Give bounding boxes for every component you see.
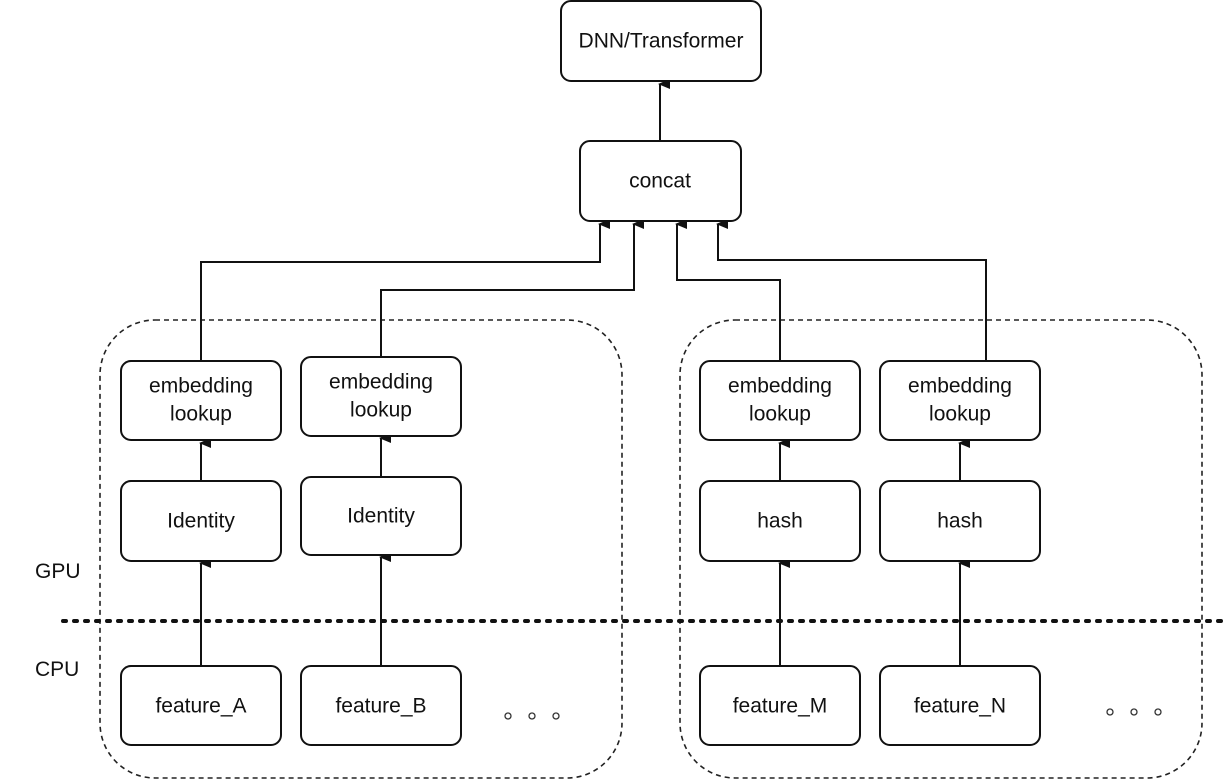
gpu-label: GPU <box>35 560 81 583</box>
edge-lookup-b-concat <box>380 219 644 356</box>
embedding-lookup-b-node: embedding lookup <box>300 356 462 437</box>
concat-label: concat <box>629 170 691 193</box>
hash-m-node: hash <box>699 480 861 562</box>
identity-a-label: Identity <box>167 510 235 533</box>
embedding-lookup-n-node: embedding lookup <box>879 360 1041 441</box>
right-ellipsis <box>1106 708 1162 716</box>
embedding-lookup-m-line1: embedding <box>728 375 832 398</box>
embedding-lookup-b-line2: lookup <box>350 399 412 422</box>
identity-a-node: Identity <box>120 480 282 562</box>
edge-lookup-a-concat <box>200 219 610 360</box>
model-label: DNN/Transformer <box>579 30 744 53</box>
embedding-lookup-b-line1: embedding <box>329 371 433 394</box>
embedding-lookup-m-node: embedding lookup <box>699 360 861 441</box>
feature-m-label: feature_M <box>733 695 828 718</box>
edge-lookup-n-concat <box>716 219 987 360</box>
hash-m-label: hash <box>757 510 803 533</box>
model-node: DNN/Transformer <box>560 0 762 82</box>
embedding-lookup-n-line2: lookup <box>929 403 991 426</box>
feature-b-label: feature_B <box>335 695 426 718</box>
feature-a-node: feature_A <box>120 665 282 746</box>
feature-a-label: feature_A <box>155 695 246 718</box>
feature-n-label: feature_N <box>914 695 1006 718</box>
right-feature-group <box>679 319 1203 779</box>
embedding-lookup-a-node: embedding lookup <box>120 360 282 441</box>
feature-n-node: feature_N <box>879 665 1041 746</box>
embedding-lookup-n-line1: embedding <box>908 375 1012 398</box>
identity-b-node: Identity <box>300 476 462 556</box>
concat-node: concat <box>579 140 742 222</box>
embedding-lookup-a-line1: embedding <box>149 375 253 398</box>
feature-m-node: feature_M <box>699 665 861 746</box>
left-feature-group <box>99 319 623 779</box>
identity-b-label: Identity <box>347 505 415 528</box>
hash-n-node: hash <box>879 480 1041 562</box>
embedding-lookup-a-line2: lookup <box>170 403 232 426</box>
embedding-lookup-m-line2: lookup <box>749 403 811 426</box>
left-ellipsis <box>504 712 560 720</box>
hash-n-label: hash <box>937 510 983 533</box>
feature-b-node: feature_B <box>300 665 462 746</box>
cpu-label: CPU <box>35 658 79 681</box>
edge-lookup-m-concat <box>675 219 781 360</box>
